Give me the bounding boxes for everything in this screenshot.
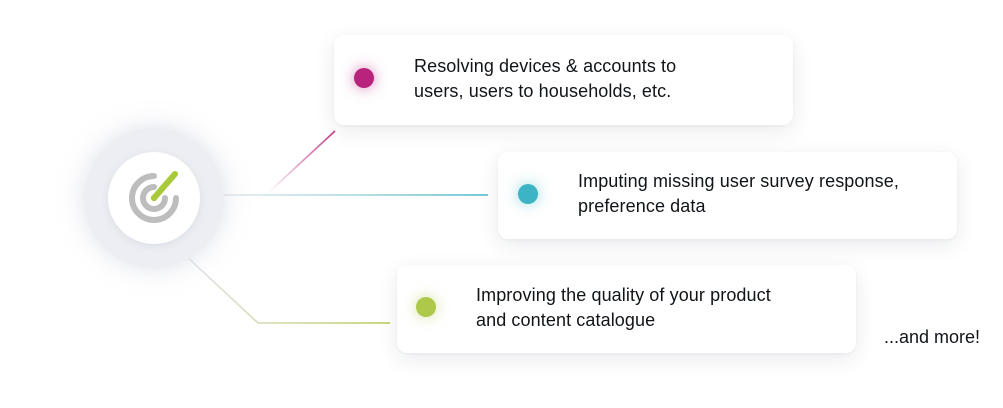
feature-card-2: Imputing missing user survey response, p… — [498, 152, 957, 239]
connector-line-1 — [267, 130, 336, 194]
feature-card-3: Improving the quality of your product an… — [397, 265, 856, 353]
feature-card-1: Resolving devices & accounts to users, u… — [334, 35, 793, 125]
feature-card-3-text: Improving the quality of your product an… — [476, 283, 771, 333]
connector-line-3 — [184, 254, 390, 324]
feature-card-2-text: Imputing missing user survey response, p… — [578, 169, 899, 219]
feature-card-3-line-2: and content catalogue — [476, 310, 656, 330]
lime-dot-icon — [416, 297, 436, 317]
feature-card-1-line-1: Resolving devices & accounts to — [414, 56, 677, 76]
teal-dot-icon — [518, 184, 538, 204]
feature-card-1-text: Resolving devices & accounts to users, u… — [414, 54, 676, 104]
magenta-dot-icon — [354, 68, 374, 88]
feature-card-2-line-1: Imputing missing user survey response, — [578, 171, 899, 191]
feature-card-1-line-2: users, users to households, etc. — [414, 81, 672, 101]
feature-card-3-line-1: Improving the quality of your product — [476, 285, 771, 305]
target-radar-icon — [129, 171, 179, 223]
and-more-label: ...and more! — [884, 327, 981, 347]
feature-card-2-line-2: preference data — [578, 196, 706, 216]
